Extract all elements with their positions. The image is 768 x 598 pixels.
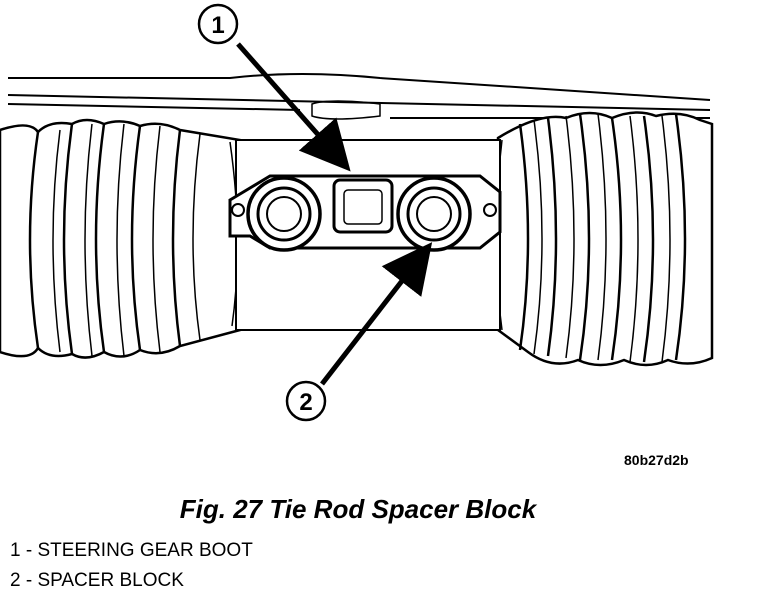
right-boot bbox=[495, 111, 714, 367]
callout-2: 2 bbox=[285, 242, 433, 422]
spacer-block bbox=[228, 174, 502, 252]
callout-1-label: 1 bbox=[211, 12, 224, 39]
callout-2-label: 2 bbox=[299, 389, 312, 416]
figure-caption: Fig. 27 Tie Rod Spacer Block bbox=[179, 494, 537, 524]
callout-1: 1 bbox=[197, 3, 351, 172]
legend-item-2: 2 - SPACER BLOCK bbox=[10, 570, 184, 591]
tie-rod-spacer-block-illustration: 1 2 bbox=[0, 3, 714, 422]
legend-item-1: 1 - STEERING GEAR BOOT bbox=[10, 540, 253, 561]
left-boot bbox=[0, 118, 242, 359]
figure-code: 80b27d2b bbox=[624, 452, 689, 468]
